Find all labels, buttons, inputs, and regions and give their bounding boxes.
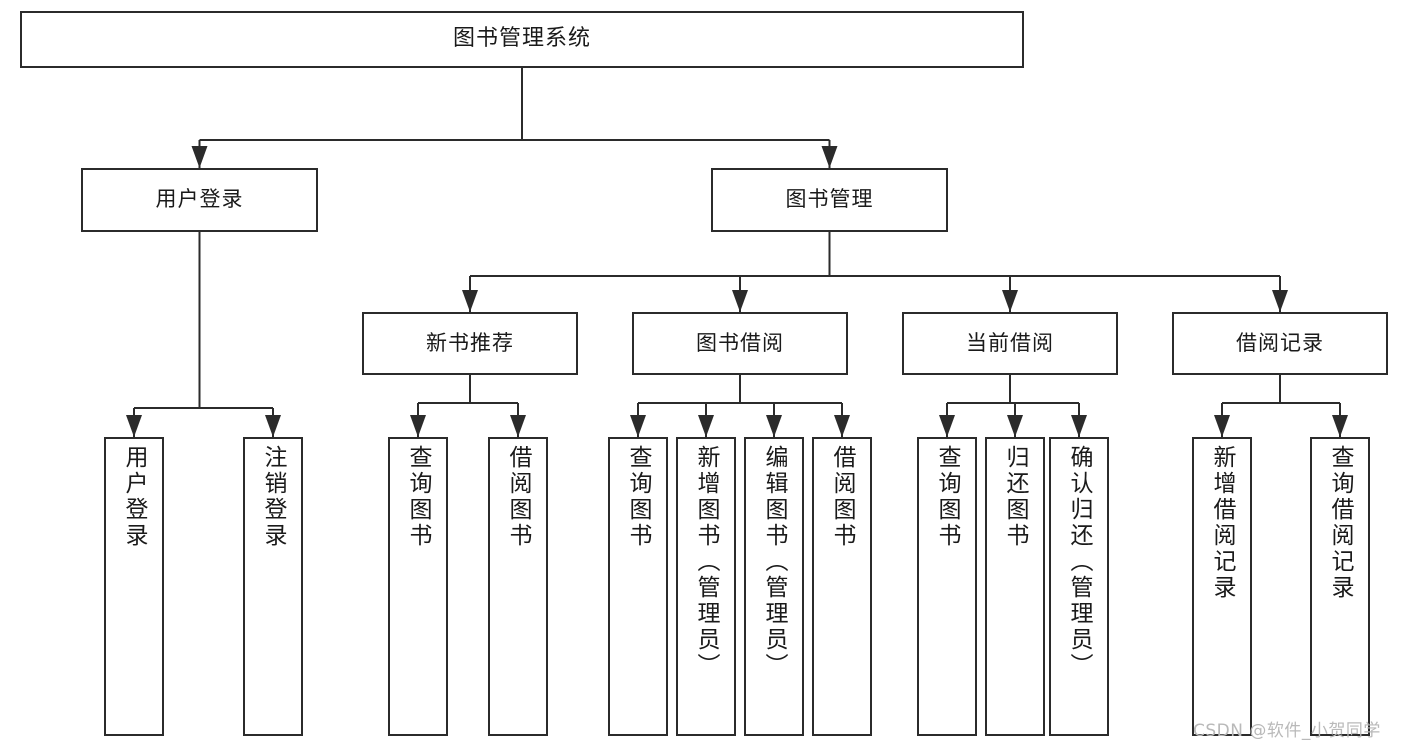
leaf-confirm-return[interactable]: 确认归还（管理员） (1049, 437, 1109, 736)
leaf-edit-book[interactable]: 编辑图书（管理员） (744, 437, 804, 736)
leaf-borrow-book-2[interactable]: 借阅图书 (812, 437, 872, 736)
node-label: 新增图书（管理员） (693, 445, 720, 679)
leaf-logout[interactable]: 注销登录 (243, 437, 303, 736)
node-label: 图书管理 (785, 187, 874, 212)
node-label: 查询图书 (405, 445, 432, 549)
leaf-add-book[interactable]: 新增图书（管理员） (676, 437, 736, 736)
leaf-query-book-2[interactable]: 查询图书 (608, 437, 668, 736)
leaf-query-book-3[interactable]: 查询图书 (917, 437, 977, 736)
node-label: 借阅图书 (505, 445, 532, 549)
node-label: 归还图书 (1002, 445, 1029, 549)
csdn-watermark: CSDN @软件_小贺同学 (1193, 721, 1381, 741)
node-label: 借阅图书 (829, 445, 856, 549)
node-label: 用户登录 (121, 445, 148, 549)
node-label: 当前借阅 (966, 330, 1054, 355)
node-label: 借阅记录 (1236, 330, 1324, 355)
node-current-loan[interactable]: 当前借阅 (902, 312, 1118, 375)
node-label: 新增借阅记录 (1209, 445, 1236, 601)
leaf-query-loan-record[interactable]: 查询借阅记录 (1310, 437, 1370, 736)
node-book-borrow[interactable]: 图书借阅 (632, 312, 848, 375)
leaf-query-book-1[interactable]: 查询图书 (388, 437, 448, 736)
node-user-login[interactable]: 用户登录 (81, 168, 318, 232)
node-book-manage[interactable]: 图书管理 (711, 168, 948, 232)
leaf-borrow-book-1[interactable]: 借阅图书 (488, 437, 548, 736)
node-loan-record[interactable]: 借阅记录 (1172, 312, 1388, 375)
node-root[interactable]: 图书管理系统 (20, 11, 1024, 68)
leaf-return-book[interactable]: 归还图书 (985, 437, 1045, 736)
node-label: 编辑图书（管理员） (761, 445, 788, 679)
node-label: 注销登录 (260, 445, 287, 549)
node-label: 新书推荐 (426, 330, 514, 355)
node-new-book-recommend[interactable]: 新书推荐 (362, 312, 578, 375)
node-label: 查询图书 (934, 445, 961, 549)
node-label: 查询借阅记录 (1327, 445, 1354, 601)
node-label: 图书借阅 (696, 330, 784, 355)
leaf-add-loan-record[interactable]: 新增借阅记录 (1192, 437, 1252, 736)
node-label: 图书管理系统 (452, 26, 591, 52)
node-label: 用户登录 (155, 187, 244, 212)
node-label: 确认归还（管理员） (1066, 445, 1093, 679)
node-label: 查询图书 (625, 445, 652, 549)
leaf-user-login[interactable]: 用户登录 (104, 437, 164, 736)
